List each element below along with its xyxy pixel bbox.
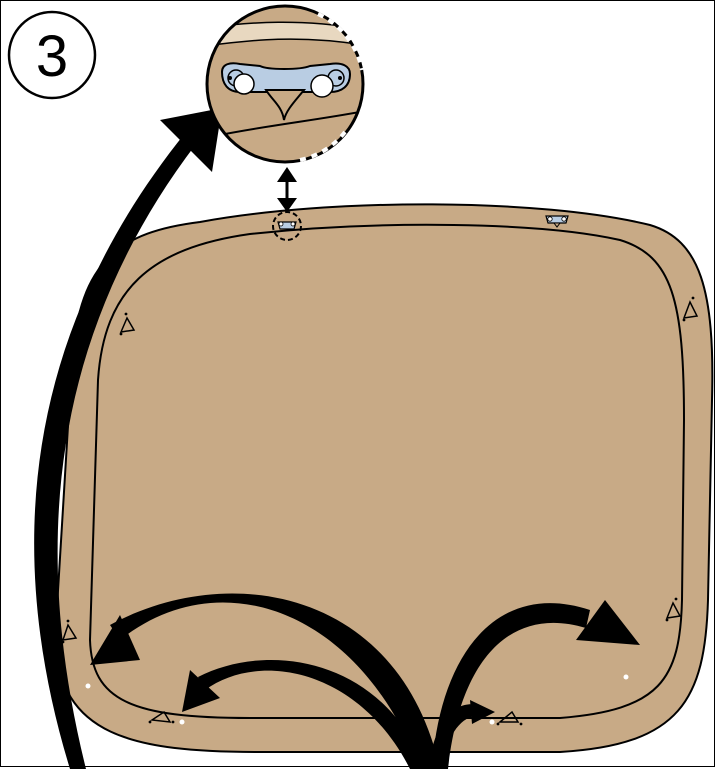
curved-arrow-to-detail <box>34 132 196 769</box>
panel-inner-seam <box>88 223 686 719</box>
arrow-head-to-detail <box>160 108 222 172</box>
detail-link-arrow <box>277 167 297 212</box>
fixing-point <box>85 683 91 689</box>
curved-arrow-bottom-outer-right <box>432 600 640 769</box>
clip-detail-magnifier <box>205 4 365 164</box>
retaining-clip-bottom-right <box>496 710 523 726</box>
retaining-clip-top-right <box>545 215 569 228</box>
retaining-clip-left-upper <box>119 312 136 336</box>
fixing-point <box>489 719 495 725</box>
curved-arrow-bottom-inner-left <box>182 659 425 769</box>
curved-arrow-bottom-outer-left <box>90 593 440 769</box>
step-number: 3 <box>36 24 68 89</box>
fixing-point <box>623 674 629 680</box>
step-number-badge: 3 <box>7 10 97 100</box>
fixing-point <box>179 719 185 725</box>
retaining-clip-right-lower <box>665 597 682 622</box>
clip-tab <box>264 89 307 121</box>
retaining-clip-bottom-left <box>148 710 175 724</box>
retaining-clip-right-upper <box>682 296 699 322</box>
